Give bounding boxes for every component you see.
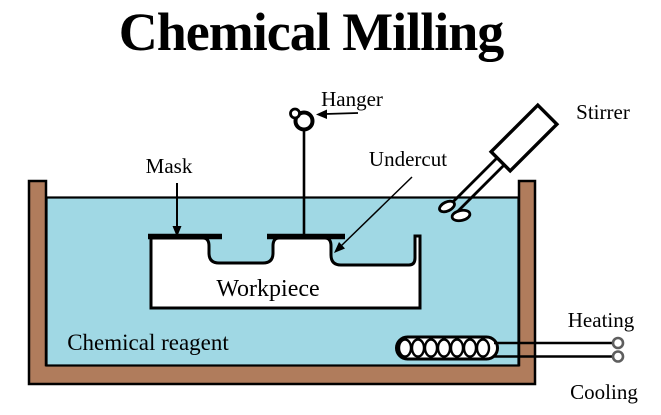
stirrer: [446, 102, 560, 214]
cooling-label: Cooling: [570, 380, 638, 404]
undercut-label: Undercut: [368, 147, 448, 171]
coil-rings: [397, 338, 491, 358]
chemical-reagent-label: Chemical reagent: [67, 330, 229, 355]
workpiece-label: Workpiece: [216, 276, 320, 302]
hanger-hook-loop: [289, 107, 301, 120]
stirrer-propeller-blade1: [438, 199, 456, 214]
heating-label: Heating: [567, 308, 635, 332]
page-title: Chemical Milling: [118, 2, 504, 62]
stirrer-shaft-line2: [455, 162, 507, 214]
undercut-arrow: [334, 176, 413, 253]
stirrer-shaft-line1: [446, 155, 500, 209]
cooling-terminal: [611, 350, 625, 363]
stirrer-motor-body: [488, 102, 560, 174]
mask-label: Mask: [145, 154, 193, 178]
mask-arrow: [172, 183, 182, 237]
stirrer-label: Stirrer: [576, 100, 630, 124]
hanger-arrow: [316, 109, 359, 119]
stirrer-propeller-blade2: [450, 208, 472, 223]
heating-terminal: [611, 336, 625, 350]
hanger-label: Hanger: [321, 87, 383, 111]
